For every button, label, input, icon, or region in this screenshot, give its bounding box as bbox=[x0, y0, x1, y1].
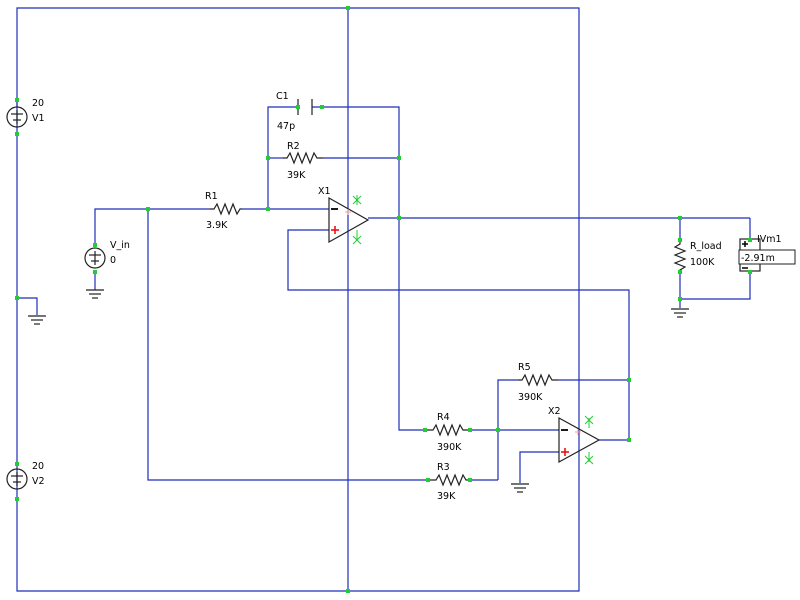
r2-label: R2 bbox=[287, 141, 300, 152]
v-in-label: V_in bbox=[110, 240, 130, 251]
r1-label: R1 bbox=[205, 191, 218, 202]
ivm1-label: IVm1 bbox=[757, 234, 782, 245]
ivm1-reading: -2.91m bbox=[741, 253, 775, 264]
resistor-r5[interactable]: R5 390K bbox=[518, 362, 558, 403]
resistor-r3[interactable]: R3 39K bbox=[428, 462, 470, 502]
r3-label: R3 bbox=[437, 462, 450, 473]
v2-label: V2 bbox=[32, 476, 45, 487]
resistor-r-load[interactable]: R_load 100K bbox=[673, 240, 722, 272]
source-v1[interactable]: 20 V1 bbox=[6, 98, 45, 128]
x1-label: X1 bbox=[318, 186, 331, 197]
capacitor-c1[interactable]: C1 47p bbox=[276, 91, 313, 132]
r5-value: 390K bbox=[518, 392, 543, 403]
r2-value: 39K bbox=[287, 170, 306, 181]
r5-label: R5 bbox=[518, 362, 531, 373]
c1-label: C1 bbox=[276, 91, 289, 102]
r3-value: 39K bbox=[437, 491, 456, 502]
v-in-value: 0 bbox=[110, 255, 116, 266]
r4-value: 390K bbox=[437, 442, 462, 453]
ground-v-in bbox=[86, 289, 104, 299]
r4-label: R4 bbox=[437, 412, 450, 423]
resistor-r1[interactable]: R1 3.9K bbox=[205, 191, 242, 231]
resistor-r4[interactable]: R4 390K bbox=[425, 412, 470, 453]
junction-nodes bbox=[15, 6, 752, 593]
c1-value: 47p bbox=[277, 121, 295, 132]
r-load-value: 100K bbox=[690, 257, 715, 268]
r-load-label: R_load bbox=[690, 241, 722, 252]
x2-label: X2 bbox=[548, 406, 561, 417]
opamp-x2[interactable]: X2 bbox=[548, 406, 601, 465]
meter-ivm1[interactable]: IVm1 -2.91m bbox=[738, 234, 796, 272]
opamp-x1[interactable]: X1 bbox=[318, 186, 370, 245]
wires bbox=[16, 7, 751, 592]
r1-value: 3.9K bbox=[206, 220, 228, 231]
v1-label: V1 bbox=[32, 113, 45, 124]
resistor-r2[interactable]: R2 39K bbox=[283, 141, 323, 181]
ground-load bbox=[671, 308, 689, 318]
ground-left bbox=[28, 315, 46, 325]
v2-value: 20 bbox=[32, 461, 44, 472]
ground-x2 bbox=[511, 483, 529, 493]
v1-value: 20 bbox=[32, 98, 44, 109]
source-v2[interactable]: 20 V2 bbox=[6, 461, 45, 490]
source-v-in[interactable]: V_in 0 bbox=[84, 240, 130, 269]
